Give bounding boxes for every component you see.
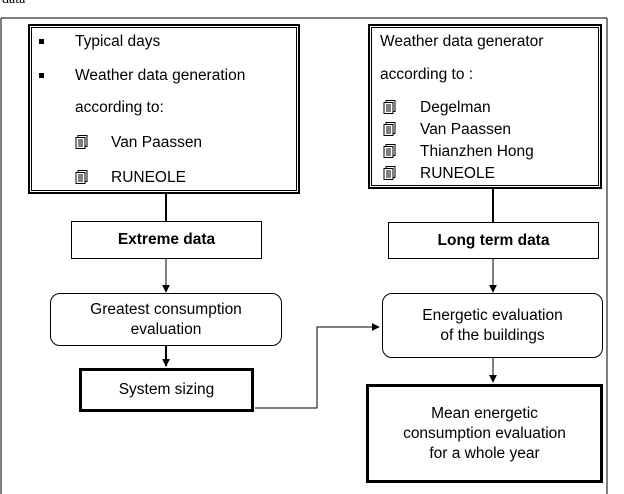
energetic-evaluation-box: Energetic evaluation of the buildings: [382, 293, 603, 358]
document-icon: [383, 144, 396, 158]
right-source-box: Weather data generator according to : De…: [368, 24, 602, 189]
extreme-data-box: Extreme data: [71, 221, 262, 259]
reference-item: Van Paassen: [30, 131, 298, 155]
bullet-icon: [39, 39, 44, 44]
list-item: Typical days: [30, 30, 298, 54]
long-term-data-box: Long term data: [388, 222, 599, 259]
greatest-consumption-box: Greatest consumption evaluation: [50, 293, 282, 346]
list-item: according to:: [75, 99, 164, 116]
node-line: Greatest consumption: [90, 300, 242, 318]
bullet-icon: [39, 73, 44, 78]
reference-item: RUNEOLE: [370, 163, 600, 185]
document-icon: [383, 100, 396, 114]
left-source-box: Typical days Weather data generation acc…: [28, 24, 300, 194]
top-cut-text: data: [2, 0, 25, 8]
document-icon: [75, 135, 88, 149]
list-item: Weather data generation: [30, 64, 298, 88]
node-line: Mean energetic: [431, 404, 538, 422]
reference-item: RUNEOLE: [30, 166, 298, 190]
node-line: for a whole year: [429, 444, 540, 462]
list-item: Weather data generator: [380, 33, 544, 50]
system-sizing-box: System sizing: [79, 368, 254, 412]
node-line: consumption evaluation: [403, 424, 566, 442]
reference-item: Thianzhen Hong: [370, 141, 600, 163]
document-icon: [75, 170, 88, 184]
reference-item: Van Paassen: [370, 119, 600, 141]
reference-item: Degelman: [370, 97, 600, 119]
node-line: of the buildings: [440, 326, 545, 344]
document-icon: [383, 166, 396, 180]
document-icon: [383, 122, 396, 136]
mean-consumption-box: Mean energetic consumption evaluation fo…: [366, 384, 603, 483]
node-line: Energetic evaluation: [422, 306, 563, 324]
list-item: according to :: [380, 66, 474, 83]
node-line: evaluation: [130, 320, 202, 338]
arrow-sizing-to-energetic: [255, 323, 380, 409]
